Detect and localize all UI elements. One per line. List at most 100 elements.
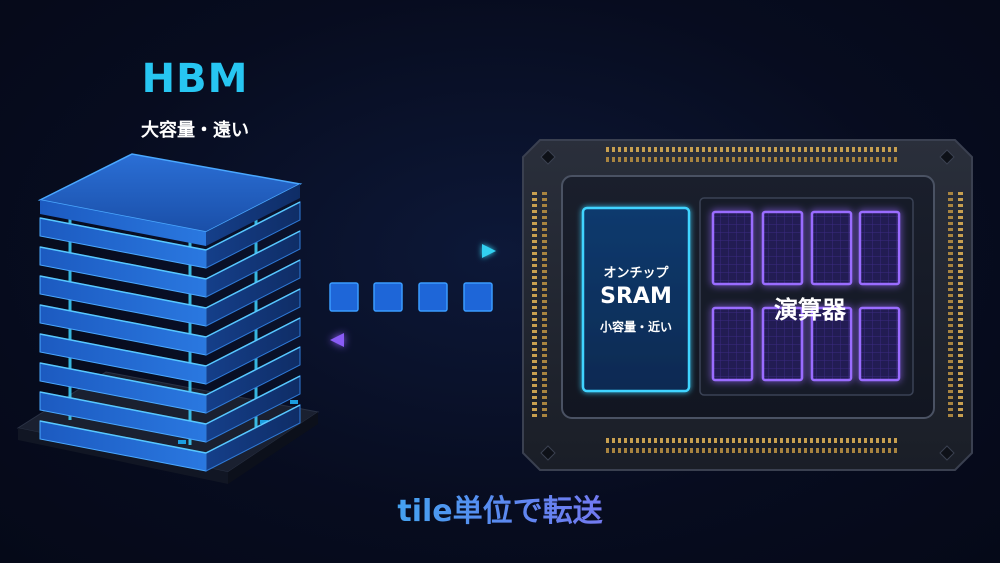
compute-label: 演算器 — [774, 296, 846, 324]
pin — [958, 276, 963, 279]
pin — [894, 448, 897, 453]
pin — [630, 147, 633, 152]
pin — [532, 282, 537, 285]
pin — [948, 210, 953, 213]
pin — [756, 438, 759, 443]
pin — [792, 157, 795, 162]
pin — [708, 157, 711, 162]
pin — [696, 157, 699, 162]
pin — [684, 438, 687, 443]
pin — [816, 147, 819, 152]
pin — [702, 448, 705, 453]
pin — [882, 438, 885, 443]
tile — [329, 282, 359, 312]
pin — [542, 366, 547, 369]
pin — [822, 448, 825, 453]
pin — [532, 324, 537, 327]
pin — [542, 360, 547, 363]
pin — [542, 228, 547, 231]
pin — [816, 157, 819, 162]
hbm-layer — [39, 259, 301, 327]
pin — [958, 354, 963, 357]
pin — [654, 438, 657, 443]
pin — [714, 147, 717, 152]
pin — [744, 157, 747, 162]
pin — [948, 300, 953, 303]
pin — [948, 324, 953, 327]
pin — [948, 336, 953, 339]
pin — [894, 157, 897, 162]
compute-unit — [858, 306, 901, 382]
hbm-title: HBM — [141, 56, 249, 102]
pin — [708, 438, 711, 443]
pin — [732, 157, 735, 162]
pin — [786, 147, 789, 152]
pin — [780, 438, 783, 443]
pin — [840, 157, 843, 162]
pin — [750, 147, 753, 152]
pin — [532, 222, 537, 225]
pin — [630, 438, 633, 443]
arrow-to-chip — [330, 244, 496, 258]
pin — [606, 448, 609, 453]
pin — [542, 384, 547, 387]
pin — [948, 366, 953, 369]
pin — [542, 192, 547, 195]
pin — [542, 234, 547, 237]
pin — [542, 348, 547, 351]
pin — [798, 157, 801, 162]
pin — [958, 210, 963, 213]
pin — [606, 438, 609, 443]
pin — [720, 438, 723, 443]
pin — [804, 147, 807, 152]
pin — [542, 300, 547, 303]
pin — [958, 300, 963, 303]
pin — [532, 204, 537, 207]
pin — [702, 147, 705, 152]
pin — [542, 318, 547, 321]
pin — [822, 147, 825, 152]
pin — [532, 264, 537, 267]
pin — [624, 157, 627, 162]
hbm-layer — [39, 230, 301, 298]
pin — [852, 147, 855, 152]
compute-unit — [810, 210, 853, 286]
pin — [948, 354, 953, 357]
pin — [738, 448, 741, 453]
pin — [958, 408, 963, 411]
pin — [756, 448, 759, 453]
pin — [542, 252, 547, 255]
pin — [888, 157, 891, 162]
hbm-layer — [39, 375, 301, 443]
pin — [958, 372, 963, 375]
pin — [792, 438, 795, 443]
pin — [846, 157, 849, 162]
pin — [888, 438, 891, 443]
pin — [672, 438, 675, 443]
pin — [774, 147, 777, 152]
pin — [876, 147, 879, 152]
pin — [948, 282, 953, 285]
pin — [804, 438, 807, 443]
pin — [696, 448, 699, 453]
pin — [958, 330, 963, 333]
pin — [606, 147, 609, 152]
pin — [804, 448, 807, 453]
caption: tile単位で転送 — [300, 486, 700, 530]
pin — [798, 147, 801, 152]
pin — [624, 438, 627, 443]
pin — [532, 318, 537, 321]
pin — [678, 157, 681, 162]
pin — [958, 252, 963, 255]
hbm-subtitle: 大容量・遠い — [141, 120, 249, 141]
pin — [532, 390, 537, 393]
pin — [678, 438, 681, 443]
pin — [840, 147, 843, 152]
pin — [726, 448, 729, 453]
pin — [804, 157, 807, 162]
pin — [542, 372, 547, 375]
pin — [532, 378, 537, 381]
pin — [624, 448, 627, 453]
pin — [948, 414, 953, 417]
